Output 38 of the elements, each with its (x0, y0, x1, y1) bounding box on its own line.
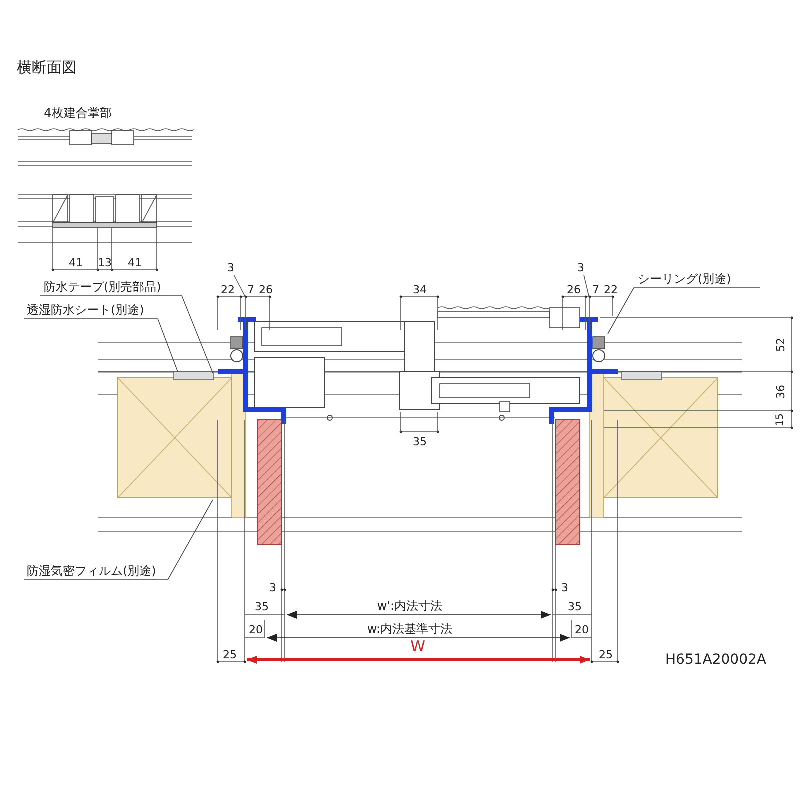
dimension-text: 35 (255, 602, 269, 612)
dimension-text: 26 (259, 284, 273, 296)
callout-label: 防湿気密フィルム(別途) (27, 565, 156, 577)
dimension-text: 25 (599, 650, 613, 660)
drawing-number: H651A20002A (666, 653, 766, 667)
dimension-text: 22 (221, 284, 235, 296)
dimension-text: 36 (776, 385, 786, 399)
dimension-text: 3 (562, 582, 568, 594)
callout-label: シーリング(別途) (638, 273, 732, 285)
dimension-text: 41 (69, 258, 83, 268)
dimension-text: 7 (592, 284, 600, 296)
dimension-text: 15 (776, 414, 786, 426)
dimension-text: 3 (228, 262, 234, 274)
callout-label: 透湿防水シート(別途) (27, 304, 144, 316)
dimension-text: 13 (98, 258, 112, 268)
dimension-label: W (410, 640, 426, 654)
dimension-label: w':内法寸法 (377, 600, 443, 612)
dimension-text: 52 (776, 338, 786, 352)
dimension-text: 35 (413, 436, 427, 448)
dimension-text: 3 (270, 582, 276, 594)
dimension-text: 35 (568, 602, 582, 612)
dimension-text: 22 (604, 284, 618, 296)
leader-line (608, 288, 760, 334)
dimension-label: w:内法基準寸法 (367, 623, 453, 635)
leader-line (24, 318, 178, 372)
dimension-text: 20 (575, 624, 589, 636)
dimension-text: 26 (567, 284, 581, 296)
leader-line (40, 296, 214, 374)
dimension-text: 7 (248, 284, 254, 296)
dimension-text: 34 (413, 284, 427, 296)
dimension-text: 20 (249, 624, 263, 636)
dimension-text: 41 (128, 258, 142, 268)
heading: 横断面図 (17, 60, 77, 76)
leader-line (24, 500, 214, 580)
section-caption: 4枚建合掌部 (44, 107, 112, 119)
dimension-text: 3 (578, 262, 584, 274)
callout-label: 防水テープ(別売部品) (44, 281, 162, 293)
dimension-text: 25 (223, 650, 237, 660)
